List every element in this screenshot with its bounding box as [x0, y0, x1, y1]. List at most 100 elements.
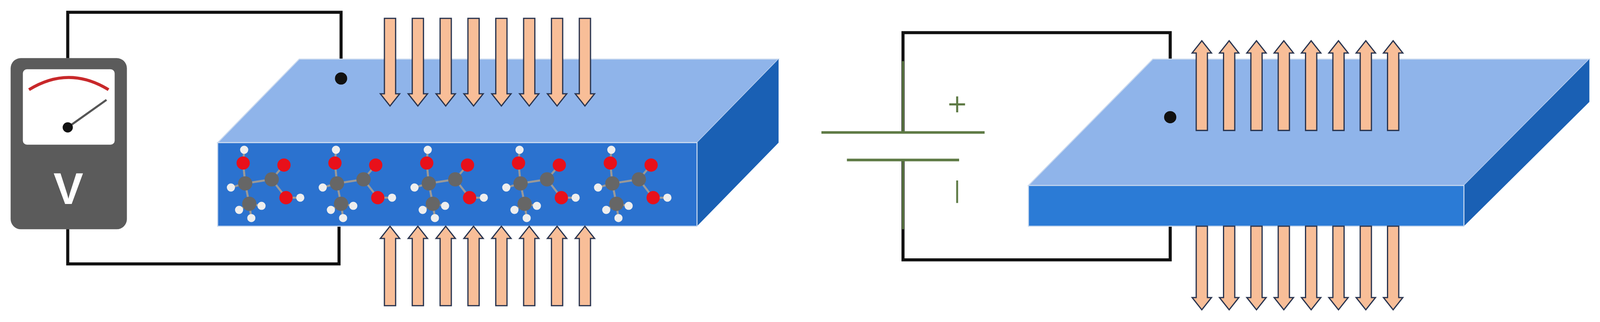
atom	[421, 176, 436, 191]
force-arrow	[1328, 40, 1349, 131]
force-arrows	[380, 18, 595, 307]
atom	[238, 176, 253, 191]
atom	[522, 214, 531, 223]
atom	[329, 176, 345, 191]
atom	[609, 196, 624, 212]
slab-side	[1464, 59, 1590, 227]
atom	[515, 145, 524, 154]
voltmeter: V	[10, 153, 127, 225]
atom	[605, 176, 620, 191]
atom	[334, 196, 349, 212]
atom	[624, 202, 633, 211]
atom	[418, 206, 427, 215]
force-arrow	[1328, 226, 1349, 311]
atom	[532, 202, 542, 211]
force-arrow	[547, 226, 568, 307]
atom	[539, 172, 555, 187]
force-arrow	[1301, 226, 1321, 311]
atom	[240, 145, 249, 154]
atom	[420, 156, 434, 171]
node-text: V	[53, 166, 84, 212]
force-arrow	[463, 18, 484, 106]
atom	[644, 158, 658, 173]
atom	[247, 214, 256, 223]
atom	[368, 158, 383, 173]
battery-plate	[821, 131, 985, 134]
atom	[448, 172, 463, 187]
atom	[441, 202, 450, 211]
atom	[388, 193, 397, 202]
force-arrow	[1219, 40, 1239, 131]
force-arrow	[1246, 40, 1267, 131]
atom	[264, 172, 279, 187]
battery-lead	[901, 61, 904, 133]
atom	[318, 183, 327, 192]
force-arrow	[1274, 226, 1294, 311]
atom	[593, 183, 602, 192]
force-arrow	[408, 18, 428, 106]
atom	[517, 196, 532, 212]
force-arrow	[408, 226, 428, 307]
atom	[461, 158, 475, 173]
atom	[430, 214, 439, 223]
atom	[603, 156, 617, 171]
molecules	[226, 145, 672, 223]
voltmeter-dial	[22, 69, 115, 145]
atom	[423, 145, 432, 154]
atom	[328, 156, 342, 171]
force-arrow	[1383, 40, 1403, 131]
force-arrow	[491, 18, 512, 106]
atom	[279, 191, 293, 205]
contact-dot	[334, 72, 348, 85]
force-arrow	[435, 18, 456, 106]
contact-dot	[1164, 111, 1177, 124]
atom	[410, 183, 419, 192]
atom	[663, 193, 672, 202]
force-arrows	[1192, 40, 1403, 311]
atom	[463, 191, 477, 205]
atom	[226, 183, 236, 192]
force-arrow	[1246, 226, 1267, 311]
needle-pivot	[62, 122, 73, 133]
slab-front	[217, 142, 697, 227]
atom	[614, 214, 623, 223]
atom	[631, 172, 646, 187]
dial-scale	[28, 77, 109, 90]
force-arrow	[380, 18, 400, 106]
force-arrow	[491, 226, 512, 307]
force-arrow	[435, 226, 456, 307]
atom	[602, 206, 611, 215]
voltmeter-body	[10, 58, 127, 230]
force-arrow	[575, 226, 595, 307]
force-arrow	[1192, 40, 1212, 131]
atom	[511, 156, 526, 171]
atom	[571, 193, 580, 202]
atom	[646, 191, 660, 205]
atom	[479, 193, 488, 202]
atom	[425, 196, 440, 212]
force-arrow	[1192, 226, 1212, 311]
atom	[607, 145, 616, 154]
atom	[257, 202, 266, 211]
force-arrow	[575, 18, 595, 106]
atom	[554, 191, 569, 205]
battery-plate	[847, 158, 960, 162]
plus-sign: +	[946, 91, 968, 117]
atom	[510, 206, 519, 215]
atom	[513, 176, 528, 191]
minus-sign: |	[953, 178, 962, 202]
atom	[326, 206, 335, 215]
force-arrow	[463, 226, 484, 307]
force-arrow	[1274, 40, 1294, 131]
slab-front	[1028, 185, 1465, 227]
wire	[67, 226, 339, 265]
force-arrow	[380, 226, 400, 307]
force-arrow	[519, 226, 540, 307]
force-arrow	[1356, 40, 1376, 131]
atom	[236, 156, 251, 171]
slab-side	[696, 59, 779, 227]
force-arrow	[1383, 226, 1403, 311]
